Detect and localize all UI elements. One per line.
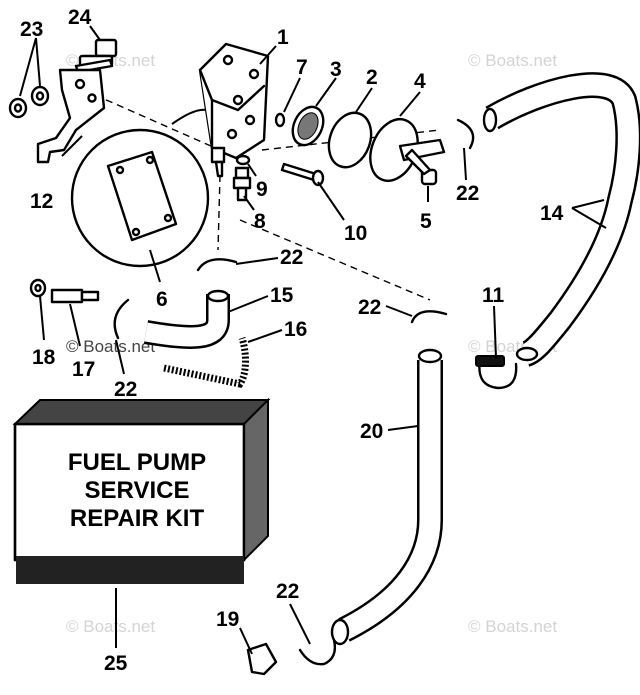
callout-23: 23 [20, 18, 43, 41]
callout-22-left: 22 [114, 378, 137, 401]
fitting-17 [50, 288, 100, 304]
callout-12: 12 [30, 190, 53, 213]
clip-22-upper-right [456, 118, 475, 150]
callout-6: 6 [156, 288, 168, 311]
leader-lines [19, 25, 607, 655]
callout-22-upper-right: 22 [456, 182, 479, 205]
callout-19: 19 [216, 608, 239, 631]
kit-label-line2: SERVICE [85, 477, 190, 504]
callout-20: 20 [360, 420, 383, 443]
callout-18: 18 [32, 346, 56, 369]
callout-24: 24 [68, 6, 92, 29]
kit-label-line3: REPAIR KIT [70, 505, 205, 532]
callout-16: 16 [284, 318, 307, 341]
callout-9: 9 [256, 178, 268, 201]
screw-5 [404, 148, 438, 186]
clamp-11 [475, 355, 518, 390]
callout-7: 7 [296, 56, 308, 79]
callout-25: 25 [104, 652, 128, 675]
repair-kit-box-25: FUEL PUMP SERVICE REPAIR KIT [12, 397, 271, 584]
watermark-top-right: © Boats.net [468, 51, 557, 70]
kit-label-line1: FUEL PUMP [68, 449, 206, 476]
gasket-detail-6 [70, 108, 213, 268]
callout-14: 14 [540, 202, 564, 225]
callout-5: 5 [420, 210, 432, 233]
o-ring-9 [235, 154, 251, 166]
callout-22-mid: 22 [280, 246, 303, 269]
clip-22-center [410, 310, 448, 324]
callout-22-bottom: 22 [276, 580, 299, 603]
filter-screen-3 [291, 105, 325, 147]
clip-22-mid [196, 258, 238, 272]
clamp-19 [246, 642, 278, 676]
screw-10 [280, 162, 325, 187]
washers-23 [8, 85, 50, 119]
callout-4: 4 [414, 70, 426, 93]
callout-1: 1 [277, 26, 289, 49]
callout-22-center: 22 [358, 296, 381, 319]
fuel-pump-1 [198, 42, 270, 178]
o-ring-2 [327, 111, 373, 169]
callout-11: 11 [482, 284, 505, 307]
bolt-24 [74, 38, 118, 74]
fitting-8 [232, 166, 252, 202]
hose-15 [143, 289, 230, 349]
callout-3: 3 [330, 58, 342, 81]
spring-16 [163, 336, 249, 388]
clip-22-bottom [298, 638, 337, 666]
watermark-mid-left: © Boats.net [66, 337, 155, 356]
hose-20 [330, 348, 443, 646]
bracket-12 [36, 68, 106, 164]
callout-2: 2 [366, 66, 378, 89]
callout-17: 17 [72, 358, 95, 381]
callout-10: 10 [344, 222, 367, 245]
washer-18 [29, 278, 47, 298]
callout-15: 15 [270, 284, 294, 307]
watermark-bottom-left: © Boats.net [66, 617, 155, 636]
hose-14 [482, 72, 640, 367]
watermark-bottom-right: © Boats.net [468, 617, 557, 636]
callout-8: 8 [254, 210, 266, 233]
o-ring-7 [274, 112, 286, 128]
clip-22-left [113, 298, 130, 340]
